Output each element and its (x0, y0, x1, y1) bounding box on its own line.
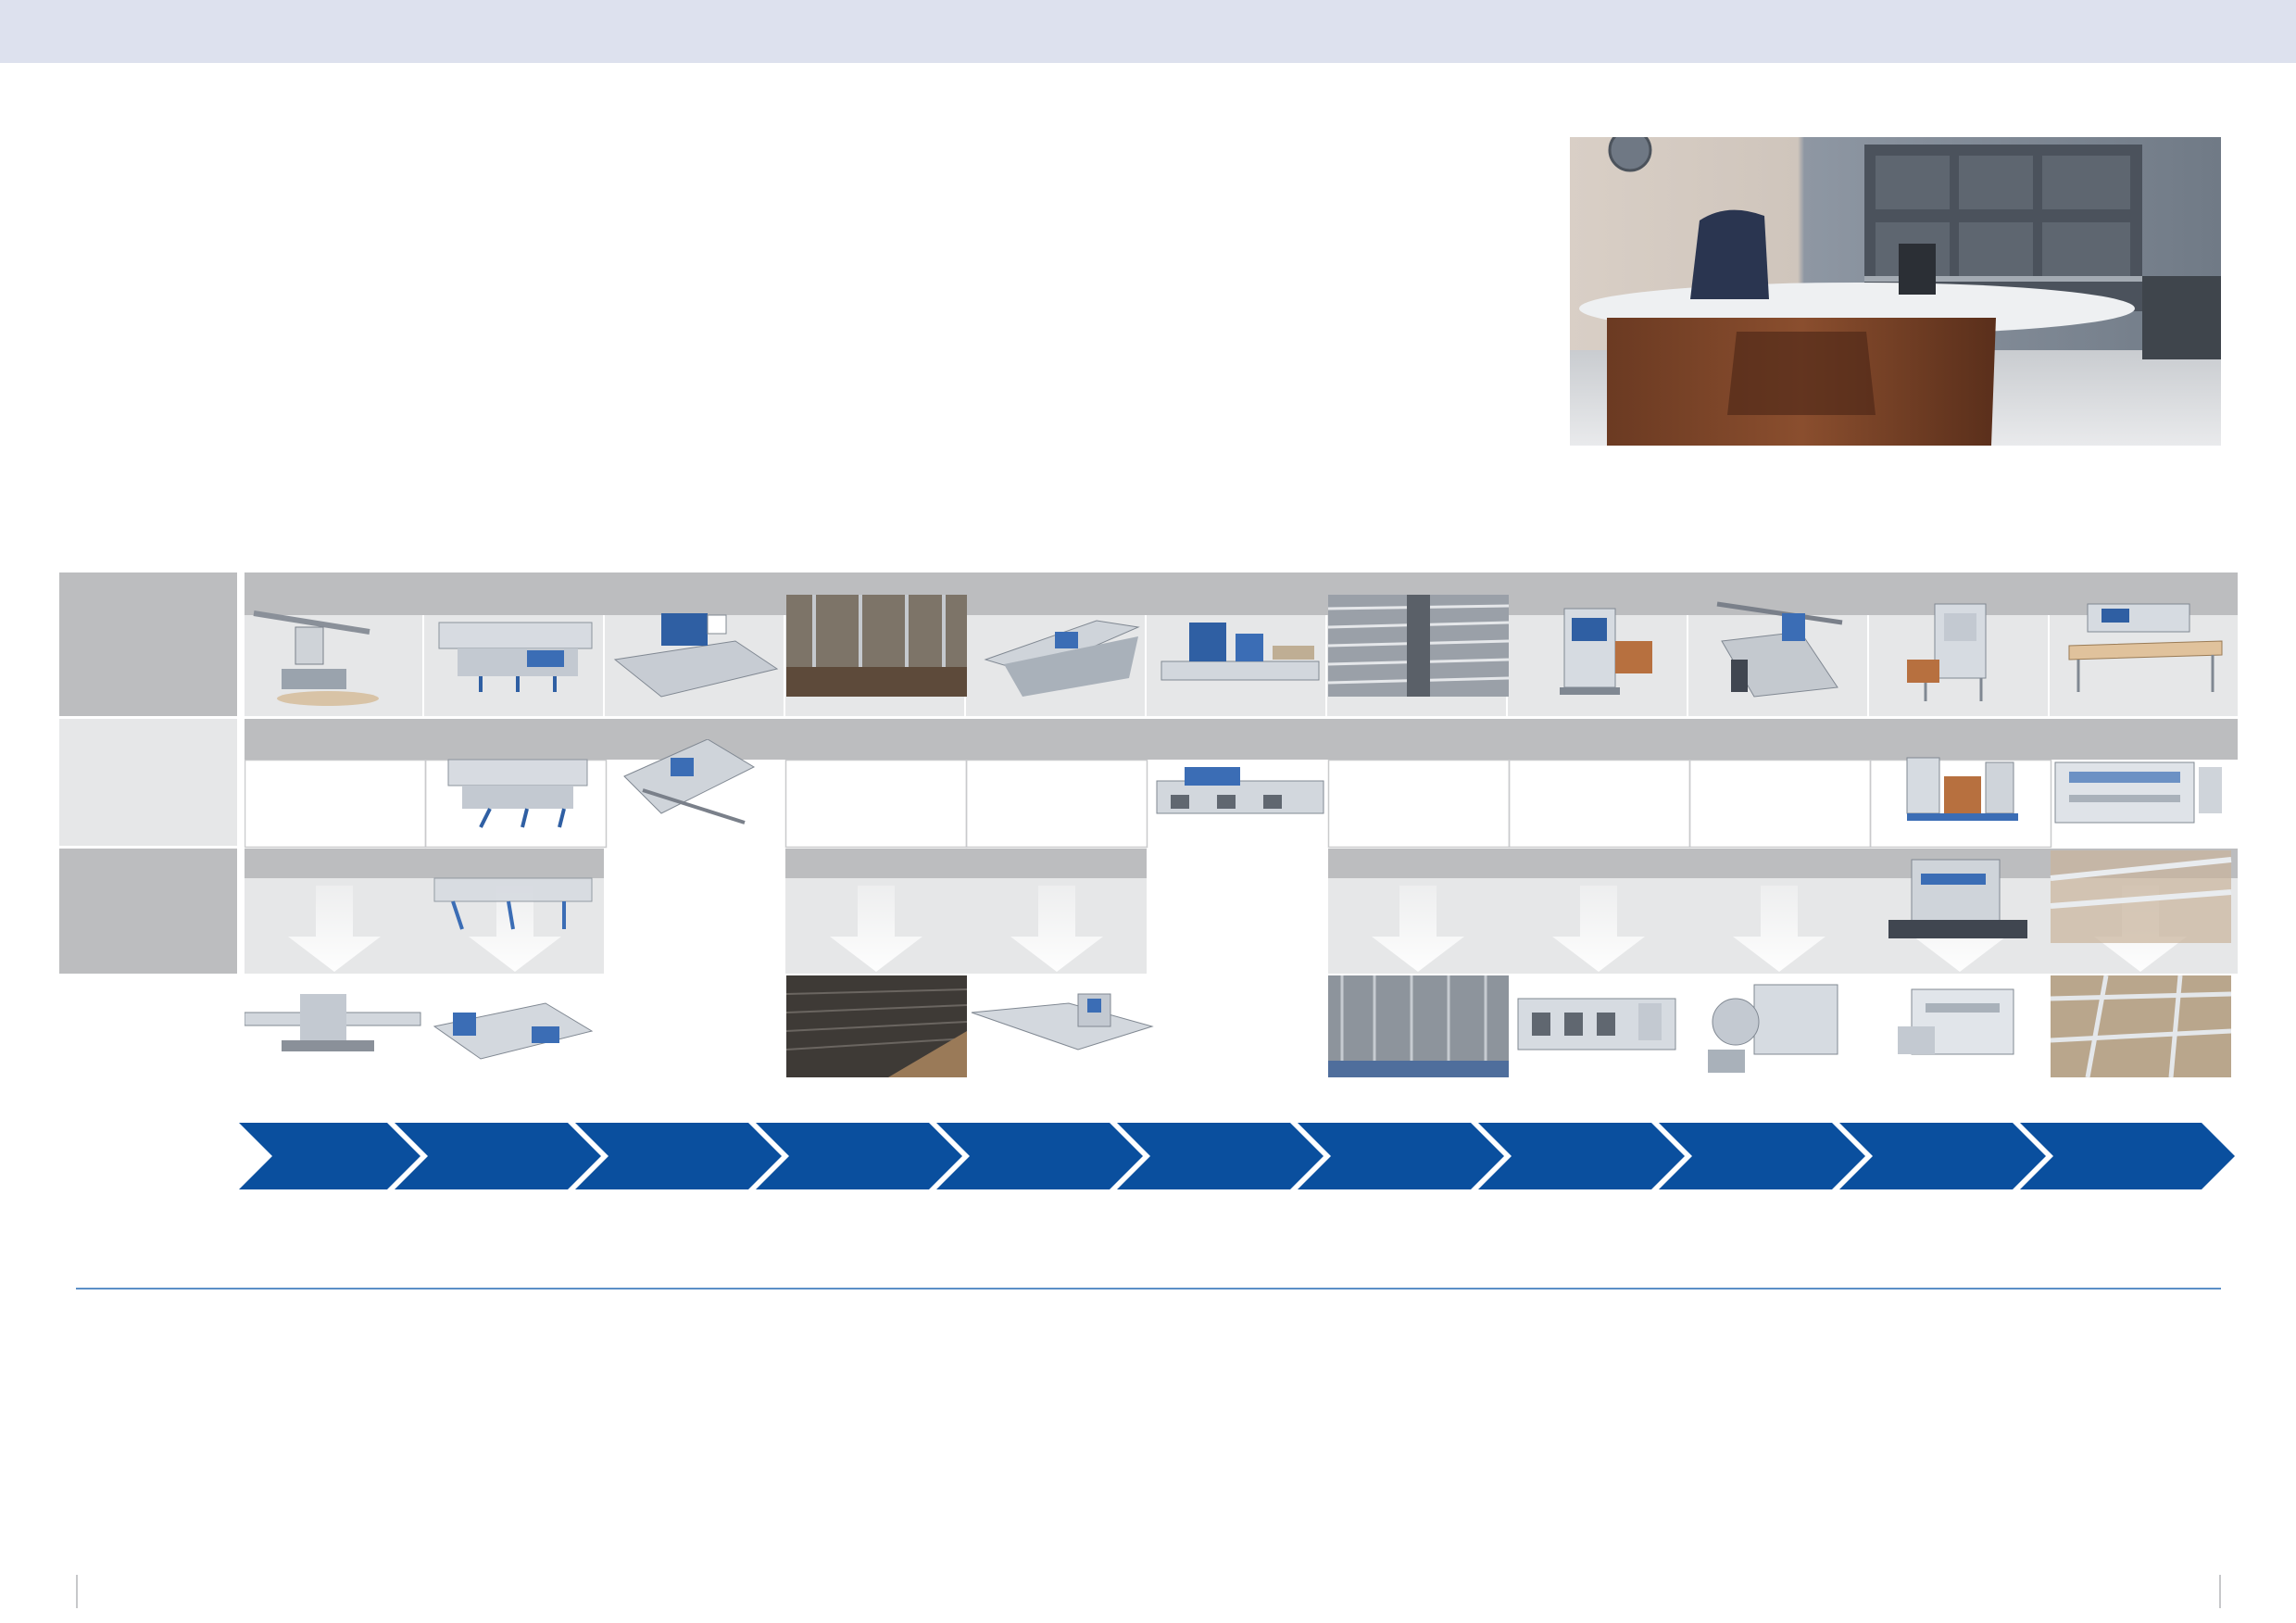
assembly-station-icon (1888, 859, 2027, 938)
col-sep (2048, 615, 2050, 716)
assembly-station-icon (1716, 601, 1843, 698)
drilling-center-icon (1161, 623, 1320, 681)
panel-saw-icon (438, 622, 593, 692)
category-row-2 (59, 719, 237, 846)
warehouse-shelves-icon (1328, 975, 1509, 1077)
divider-rule (76, 1288, 2221, 1290)
col-sep (1145, 615, 1147, 716)
panel-saw-icon (433, 877, 593, 930)
packaging-unit-icon (1907, 603, 1987, 701)
down-arrow-icon (1733, 886, 1826, 972)
col-sep (784, 615, 785, 716)
case-clamp-icon (2068, 603, 2223, 692)
cnc-router-icon (613, 613, 779, 698)
process-chevron-bar (239, 1123, 2235, 1189)
down-arrow-icon (1372, 886, 1464, 972)
page-tick-right (2219, 1575, 2221, 1608)
station-images-row-1 (253, 595, 2223, 706)
row-1-header (245, 572, 2238, 615)
process-step-7 (1298, 1123, 1504, 1189)
process-step-5 (936, 1123, 1143, 1189)
row-3-body-seg-2 (785, 878, 1147, 974)
packaging-unit-icon (1906, 757, 2018, 821)
process-step-11 (2020, 1123, 2235, 1189)
panel-saw-icon (447, 759, 588, 828)
station-images-row-3 (433, 850, 2232, 943)
category-row-3 (59, 849, 237, 974)
process-step-10 (1839, 1123, 2046, 1189)
col-sep (422, 615, 424, 716)
warehouse-shelves-icon (1327, 595, 1510, 697)
process-step-4 (756, 1123, 962, 1189)
row-3-header-seg-1 (245, 849, 604, 878)
station-images-row-4 (245, 975, 2232, 1078)
col-sep (1867, 615, 1869, 716)
packaging-unit-icon (1898, 988, 2014, 1055)
station-images-row-2 (447, 739, 2222, 828)
panel-saw-icon (433, 1002, 594, 1060)
row-2-cell-borders (245, 760, 2052, 849)
col-sep (1687, 615, 1688, 716)
row-2-header (245, 719, 2238, 760)
process-step-2 (395, 1123, 601, 1189)
col-sep (603, 615, 605, 716)
edgebander-line-icon (984, 620, 1140, 697)
header-band (0, 0, 2296, 63)
category-row-1 (59, 572, 237, 716)
case-clamp-icon (2050, 850, 2232, 943)
case-clamp-icon (2050, 975, 2232, 1078)
down-arrow-icon (288, 886, 381, 972)
drilling-center-icon (1156, 767, 1324, 814)
process-step-6 (1117, 1123, 1324, 1189)
storage-rack-icon (785, 975, 968, 1077)
page-tick-left (76, 1575, 78, 1608)
row-3-header-seg-2 (785, 849, 1147, 878)
dowel-machine-icon (1517, 998, 1676, 1051)
edge-machine-icon (245, 994, 421, 1051)
dowel-machine-icon (1560, 608, 1652, 695)
process-step-1 (239, 1123, 420, 1189)
storage-rack-icon (786, 595, 967, 697)
office-photo (1570, 137, 2221, 446)
down-arrow-icon (830, 886, 922, 972)
col-sep (1325, 615, 1327, 716)
assembly-station-icon (1708, 984, 1838, 1073)
process-step-3 (575, 1123, 782, 1189)
case-clamp-icon (2054, 761, 2222, 824)
down-arrow-icon (1010, 886, 1103, 972)
down-arrow-icon (1552, 886, 1645, 972)
process-step-8 (1478, 1123, 1685, 1189)
down-arrow-icon (469, 886, 561, 972)
edgebander-line-icon (971, 993, 1154, 1051)
cnc-router-icon (623, 739, 756, 824)
edge-machine-icon (253, 610, 379, 706)
production-matrix (59, 572, 2238, 1088)
process-step-9 (1659, 1123, 1865, 1189)
